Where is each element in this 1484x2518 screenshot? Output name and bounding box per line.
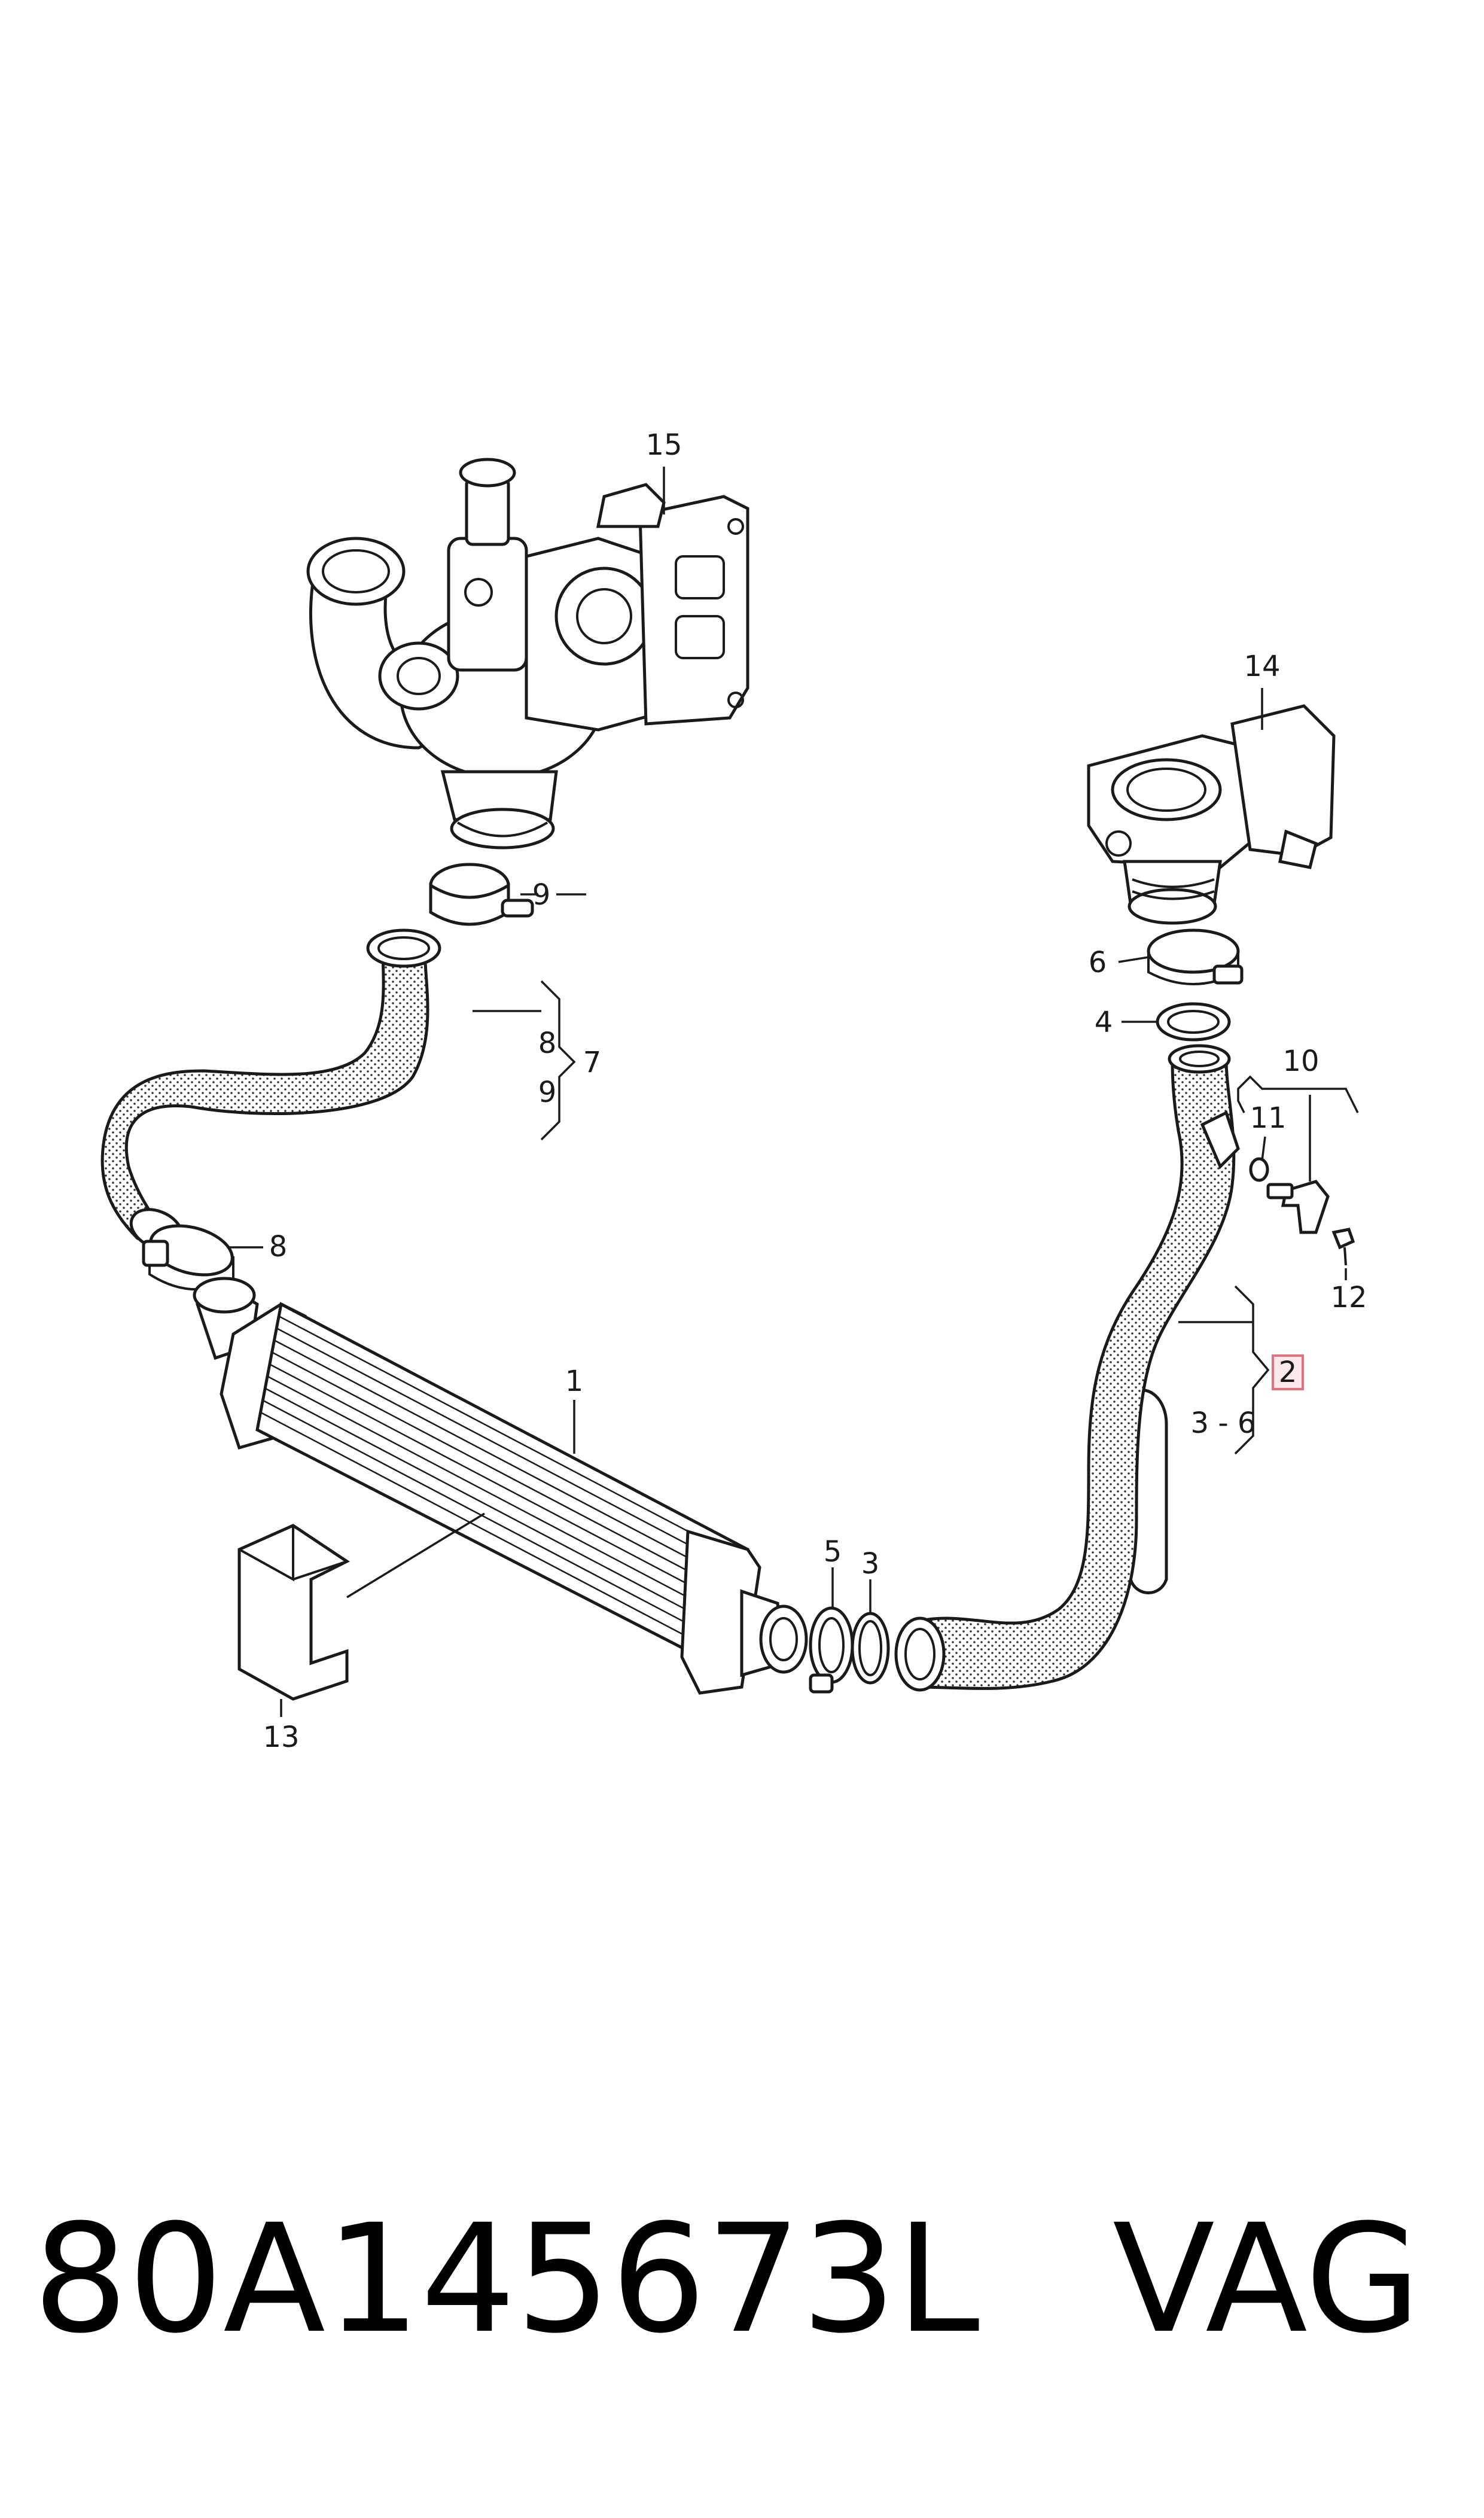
callout-6[interactable]: 6 [1089, 946, 1107, 979]
hose-clamp-throttle[interactable] [1147, 928, 1244, 985]
callout-11[interactable]: 11 [1250, 1101, 1286, 1135]
callout-4[interactable]: 4 [1095, 1006, 1113, 1039]
callout-range-3-6: 3 - 6 [1191, 1406, 1256, 1440]
callout-8-clamp[interactable]: 8 [269, 1230, 288, 1263]
hose-clamp-lower[interactable] [142, 1217, 237, 1291]
turbocharger-part[interactable] [306, 458, 749, 850]
mounting-bracket-part[interactable] [237, 1524, 350, 1701]
callout-9-group[interactable]: 9 [538, 1076, 557, 1109]
callout-10[interactable]: 10 [1282, 1045, 1319, 1078]
callout-5[interactable]: 5 [824, 1535, 842, 1569]
callout-15[interactable]: 15 [645, 428, 682, 462]
intercooler-part[interactable] [193, 1277, 808, 1695]
hose-clamp-outlet[interactable] [809, 1606, 854, 1694]
callout-7[interactable]: 7 [583, 1046, 602, 1079]
o-ring-lower[interactable] [851, 1612, 890, 1685]
leader-lines [227, 467, 1359, 1717]
callout-2[interactable]: 2 [1279, 1356, 1297, 1389]
sensor-o-ring[interactable] [1249, 1157, 1269, 1182]
callout-14[interactable]: 14 [1244, 650, 1280, 683]
hose-clamp-upper[interactable] [429, 863, 534, 926]
charge-air-hose-lower[interactable] [894, 1044, 1236, 1692]
pressure-sensor-part[interactable] [1200, 1110, 1330, 1234]
brand-name: VAG [1113, 2192, 1421, 2366]
callout-2-highlight [1272, 1354, 1304, 1390]
callout-labels: 15 14 9 8 7 9 8 1 13 5 3 4 6 10 11 12 2 … [263, 428, 1367, 1754]
callout-3[interactable]: 3 [861, 1547, 880, 1581]
part-number: 80A145673L [33, 2192, 980, 2366]
sensor-screw[interactable] [1331, 1228, 1355, 1266]
callout-9-clamp[interactable]: 9 [532, 878, 551, 912]
callout-12[interactable]: 12 [1330, 1281, 1367, 1314]
callout-13[interactable]: 13 [263, 1721, 299, 1754]
charge-air-hose-upper[interactable] [100, 928, 441, 1257]
callout-8-group[interactable]: 8 [538, 1027, 557, 1060]
throttle-body-part[interactable] [1087, 704, 1336, 925]
callout-1[interactable]: 1 [565, 1365, 584, 1398]
o-ring-upper[interactable] [1156, 1002, 1231, 1042]
